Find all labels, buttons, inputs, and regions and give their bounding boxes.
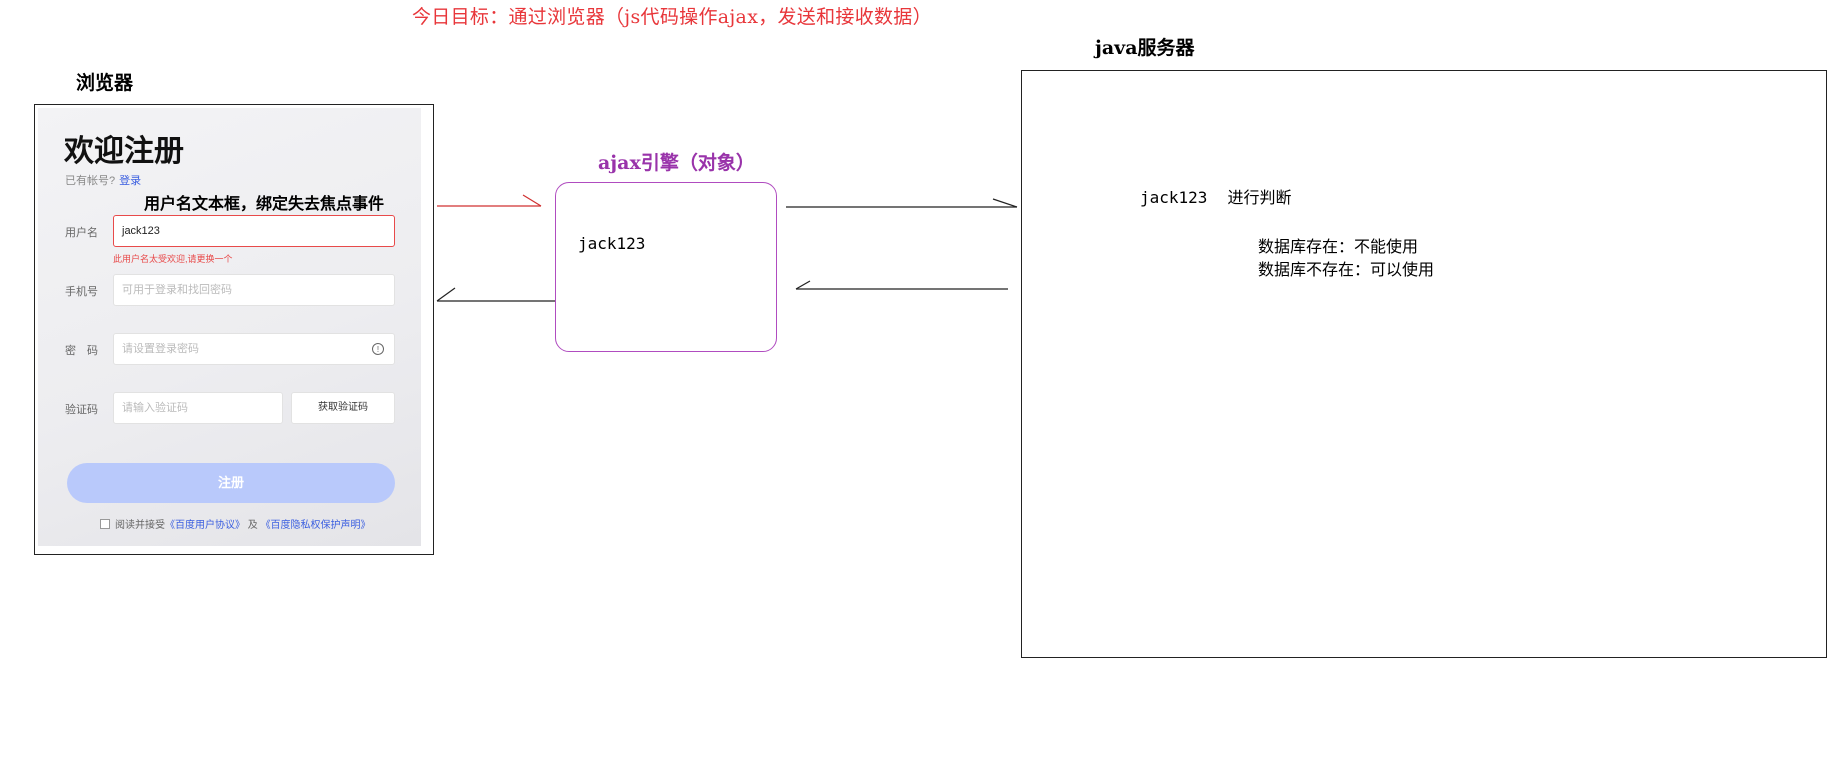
captcha-input[interactable]: 请输入验证码 bbox=[113, 392, 283, 424]
arrow-server-to-ajax bbox=[795, 280, 1008, 290]
server-judge-text: 进行判断 bbox=[1227, 188, 1292, 207]
agree-and: 及 bbox=[247, 520, 258, 531]
goal-title: 今日目标：通过浏览器（js代码操作ajax，发送和接收数据） bbox=[412, 6, 932, 28]
server-label: java服务器 bbox=[1095, 37, 1195, 59]
user-agreement-link[interactable]: 《百度用户协议》 bbox=[165, 520, 245, 531]
form-title: 欢迎注册 bbox=[64, 135, 184, 168]
login-link[interactable]: 登录 bbox=[119, 175, 142, 187]
captcha-label: 验证码 bbox=[65, 404, 98, 416]
has-account-label: 已有帐号? bbox=[65, 175, 116, 187]
agreement-row: 阅读并接受《百度用户协议》 及 《百度隐私权保护声明》 bbox=[100, 516, 371, 531]
username-error: 此用户名太受欢迎,请更换一个 bbox=[113, 254, 233, 264]
server-not-exists-text: 数据库不存在：可以使用 bbox=[1258, 260, 1435, 279]
register-button[interactable]: 注册 bbox=[67, 463, 395, 503]
server-exists-text: 数据库存在：不能使用 bbox=[1258, 237, 1419, 256]
arrow-ajax-to-server bbox=[786, 198, 1018, 208]
username-label: 用户名 bbox=[65, 227, 98, 239]
password-label: 密 码 bbox=[65, 345, 98, 357]
username-input[interactable]: jack123 bbox=[113, 215, 395, 247]
password-input[interactable]: 请设置登录密码 ! bbox=[113, 333, 395, 365]
agree-checkbox[interactable] bbox=[100, 519, 110, 529]
password-placeholder: 请设置登录密码 bbox=[122, 343, 199, 355]
arrow-browser-to-ajax bbox=[437, 194, 542, 207]
annotation-note: 用户名文本框，绑定失去焦点事件 bbox=[144, 194, 385, 213]
get-code-button[interactable]: 获取验证码 bbox=[291, 392, 395, 424]
arrow-ajax-to-browser bbox=[436, 287, 555, 302]
ajax-value: jack123 bbox=[578, 234, 646, 253]
privacy-link[interactable]: 《百度隐私权保护声明》 bbox=[260, 520, 371, 531]
ajax-engine-box bbox=[555, 182, 777, 352]
ajax-label: ajax引擎（对象） bbox=[598, 152, 755, 174]
server-value: jack123 bbox=[1140, 188, 1208, 207]
phone-input[interactable]: 可用于登录和找回密码 bbox=[113, 274, 395, 306]
browser-label: 浏览器 bbox=[76, 72, 134, 94]
info-icon[interactable]: ! bbox=[372, 343, 384, 355]
browser-frame bbox=[34, 104, 434, 555]
phone-label: 手机号 bbox=[65, 286, 98, 298]
server-judge-line: jack123 进行判断 bbox=[1140, 184, 1291, 208]
agree-text: 阅读并接受 bbox=[115, 520, 165, 531]
registration-form: 欢迎注册 已有帐号?登录 用户名文本框，绑定失去焦点事件 用户名 jack123… bbox=[38, 108, 421, 546]
has-account-text: 已有帐号?登录 bbox=[65, 172, 141, 188]
server-box bbox=[1021, 70, 1827, 658]
